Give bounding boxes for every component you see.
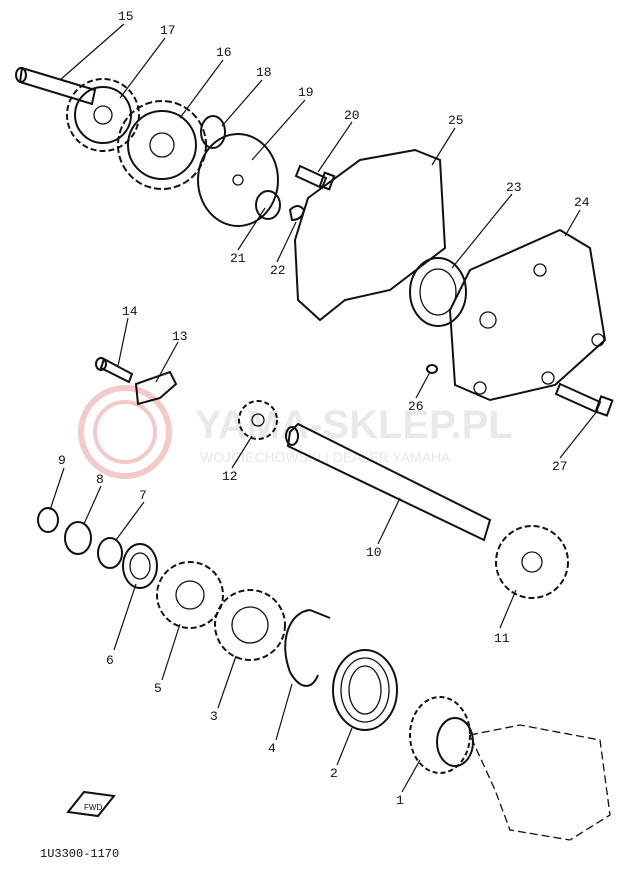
callout-24: 24 <box>574 195 590 210</box>
part-3-gear <box>214 589 286 661</box>
part-4-spring <box>284 609 331 687</box>
callout-17: 17 <box>160 23 176 38</box>
callout-16: 16 <box>216 45 232 60</box>
callout-18: 18 <box>256 65 272 80</box>
callout-25: 25 <box>448 113 464 128</box>
part-16-gear <box>117 100 207 190</box>
part-24-cover <box>448 228 607 402</box>
callout-4: 4 <box>268 741 276 756</box>
callout-11: 11 <box>494 631 510 646</box>
part-20-bolt <box>294 164 336 191</box>
callout-26: 26 <box>408 399 424 414</box>
callout-23: 23 <box>506 180 522 195</box>
part-18-bushing <box>200 115 226 149</box>
callout-10: 10 <box>366 545 382 560</box>
part-7-circlip <box>97 537 123 569</box>
part-23-oil-seal <box>409 257 467 327</box>
callout-27: 27 <box>552 459 568 474</box>
callout-3: 3 <box>210 709 218 724</box>
part-2-spring <box>332 649 398 731</box>
part-5-gear <box>156 561 224 629</box>
callout-1: 1 <box>396 793 404 808</box>
part-11-gear <box>495 525 569 599</box>
callout-12: 12 <box>222 469 238 484</box>
part-27-bolt <box>554 382 614 417</box>
part-25-gasket <box>293 148 447 322</box>
watermark-brand: YAMA-SKLEP.PL <box>195 403 513 447</box>
part-26-pin <box>426 364 438 374</box>
callout-14: 14 <box>122 304 138 319</box>
callout-20: 20 <box>344 108 360 123</box>
callout-8: 8 <box>96 472 104 487</box>
watermark-subtitle: WOJCIECHOWSKI | DEALER YAMAHA <box>200 449 451 465</box>
crankcase-outline <box>469 724 611 841</box>
fwd-arrow-icon: FWD <box>66 790 116 818</box>
callout-7: 7 <box>139 488 147 503</box>
part-9-circlip <box>37 507 59 533</box>
part-21-bushing <box>255 190 281 220</box>
part-14-bolt <box>95 357 134 384</box>
part-13-plate <box>134 370 178 406</box>
part-10-shaft <box>285 422 492 542</box>
fwd-label: FWD <box>84 803 102 812</box>
callout-19: 19 <box>298 85 314 100</box>
watermark-logo <box>78 385 172 479</box>
part-19-plate <box>197 133 279 227</box>
callout-6: 6 <box>106 653 114 668</box>
part-6-washer <box>122 543 158 589</box>
part-8-washer <box>64 521 92 555</box>
callout-9: 9 <box>58 453 66 468</box>
leader-lines <box>49 23 599 793</box>
callout-22: 22 <box>270 263 286 278</box>
callout-labels: 15 17 16 18 19 20 25 23 24 21 22 14 13 2… <box>58 9 590 808</box>
callout-15: 15 <box>118 9 134 24</box>
callout-13: 13 <box>172 329 188 344</box>
callout-2: 2 <box>330 766 338 781</box>
diagram-code: 1U3300-1170 <box>40 847 119 861</box>
part-12-gear <box>238 400 278 440</box>
callout-5: 5 <box>154 681 162 696</box>
part-15-shaft <box>15 66 97 106</box>
watermark: YAMA-SKLEP.PL WOJCIECHOWSKI | DEALER YAM… <box>78 385 513 479</box>
callout-21: 21 <box>230 251 246 266</box>
